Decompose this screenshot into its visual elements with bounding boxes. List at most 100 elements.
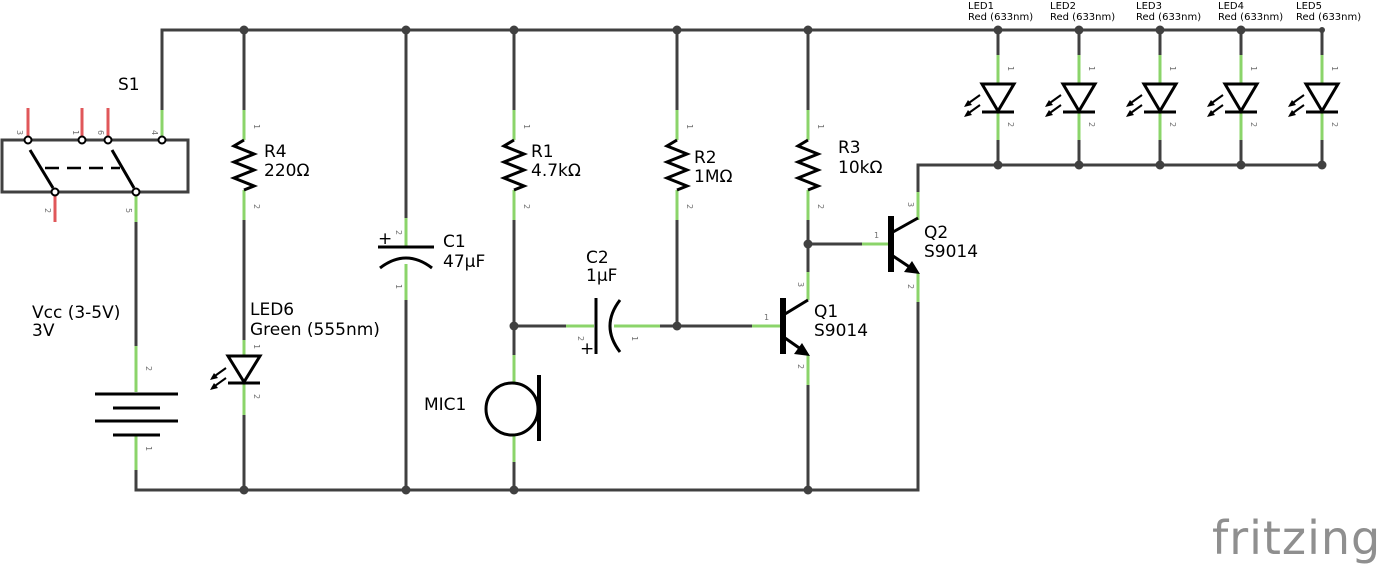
junction-dot [1236, 160, 1246, 170]
q2-label: Q2 [924, 223, 948, 243]
pin-number: 2 [816, 204, 825, 209]
resistor-r4: 1 2 R4 220Ω [229, 110, 309, 220]
pin-number: 2 [1006, 122, 1015, 127]
pin-number: 1 [630, 336, 639, 341]
led1-label: LED1 [968, 1, 994, 12]
c2-plus: + [580, 339, 594, 359]
junction-dot [509, 485, 519, 495]
pin-number: 2 [796, 364, 805, 369]
junction-dot [993, 160, 1003, 170]
pin-number: 1 [1087, 66, 1096, 71]
pin-number: 3 [15, 130, 24, 135]
transistor-q2: 1 3 2 Q2 S9014 [862, 192, 978, 302]
junctions [239, 25, 1327, 495]
junction-dot [1155, 160, 1165, 170]
pin-number: 3 [906, 202, 915, 207]
pin-number: 2 [685, 204, 694, 209]
r3-value: 10kΩ [838, 158, 882, 178]
junction-dot [1074, 160, 1084, 170]
junction-dot [509, 321, 519, 331]
c1-plus: + [378, 229, 392, 249]
vcc-label: Vcc (3-5V) [32, 303, 120, 323]
led3-label: LED3 [1136, 1, 1162, 12]
r4-label: R4 [264, 142, 287, 162]
led4: 1 2 LED4 Red (633nm) [1207, 1, 1283, 140]
pin-number: 1 [764, 313, 769, 322]
pin-number: 2 [1330, 122, 1339, 127]
junction-dot [509, 25, 519, 35]
pin-number: 4 [150, 130, 159, 135]
pin-number: 1 [1249, 66, 1258, 71]
microphone-mic1: MIC1 [424, 355, 541, 462]
r2-value: 1MΩ [694, 167, 732, 187]
pin-number: 2 [394, 230, 403, 235]
pin-number: 1 [1168, 66, 1177, 71]
pin-number: 1 [144, 446, 153, 451]
junction-dot [672, 25, 682, 35]
mic1-label: MIC1 [424, 395, 466, 415]
pin-number: 1 [252, 344, 261, 349]
pin-number: 2 [1168, 122, 1177, 127]
r2-label: R2 [694, 148, 717, 168]
resistor-r3: 1 2 R3 10kΩ [793, 110, 882, 220]
r1-value: 4.7kΩ [531, 161, 581, 181]
led4-value: Red (633nm) [1218, 12, 1283, 23]
pin-number: 2 [1249, 122, 1258, 127]
pin-number: 1 [685, 124, 694, 129]
pin-number: 2 [576, 336, 585, 341]
led2: 1 2 LED2 Red (633nm) [1045, 1, 1115, 140]
junction-dot [803, 25, 813, 35]
led2-label: LED2 [1050, 1, 1076, 12]
r1-label: R1 [531, 142, 554, 162]
r3-label: R3 [838, 138, 861, 158]
junction-dot [1074, 25, 1084, 35]
junction-dot [1317, 160, 1327, 170]
pin-number: 1 [874, 231, 879, 240]
resistor-r2: 1 2 R2 1MΩ [662, 110, 732, 220]
s1-label: S1 [118, 75, 140, 95]
vcc-value: 3V [32, 321, 55, 341]
junction-dot [993, 25, 1003, 35]
led6-value: Green (555nm) [250, 320, 380, 340]
battery-vcc: 2 1 Vcc (3-5V) 3V [32, 303, 178, 470]
pin-number: 2 [1087, 122, 1096, 127]
junction-dot [401, 485, 411, 495]
pin-number: 2 [252, 394, 261, 399]
junction-dot [239, 485, 249, 495]
pin-number: 5 [124, 208, 133, 213]
led6: 1 2 LED6 Green (555nm) [210, 300, 380, 415]
led1: 1 2 LED1 Red (633nm) [964, 1, 1033, 140]
pin-number: 1 [71, 130, 80, 135]
wires [134, 28, 1324, 492]
q1-label: Q1 [814, 302, 838, 322]
pin-number: 1 [1330, 66, 1339, 71]
junction-dot [672, 321, 682, 331]
c1-label: C1 [443, 232, 466, 252]
junction-dot [1155, 25, 1165, 35]
led4-label: LED4 [1218, 1, 1244, 12]
pin-number: 1 [394, 284, 403, 289]
q1-value: S9014 [814, 321, 868, 341]
capacitor-c2: + 2 1 C2 1µF [566, 248, 660, 359]
c2-label: C2 [586, 248, 609, 268]
pin-number: 2 [252, 204, 261, 209]
pin-number: 3 [796, 282, 805, 287]
junction-dot [1236, 25, 1246, 35]
led5-label: LED5 [1296, 1, 1322, 12]
junction-dot [401, 25, 411, 35]
c2-value: 1µF [586, 266, 617, 286]
led1-value: Red (633nm) [968, 12, 1033, 23]
led5: 1 2 LED5 Red (633nm) [1288, 1, 1361, 140]
junction-dot [803, 239, 813, 249]
pin-number: 6 [96, 130, 105, 135]
pin-number: 1 [1006, 66, 1015, 71]
transistor-q1: 1 3 2 Q1 S9014 [752, 272, 868, 385]
pin-number: 2 [522, 204, 531, 209]
pin-number: 2 [906, 284, 915, 289]
c1-value: 47µF [443, 252, 485, 272]
led2-value: Red (633nm) [1050, 12, 1115, 23]
r4-value: 220Ω [264, 161, 309, 181]
junction-dot [1319, 27, 1325, 33]
led6-label: LED6 [250, 300, 294, 320]
